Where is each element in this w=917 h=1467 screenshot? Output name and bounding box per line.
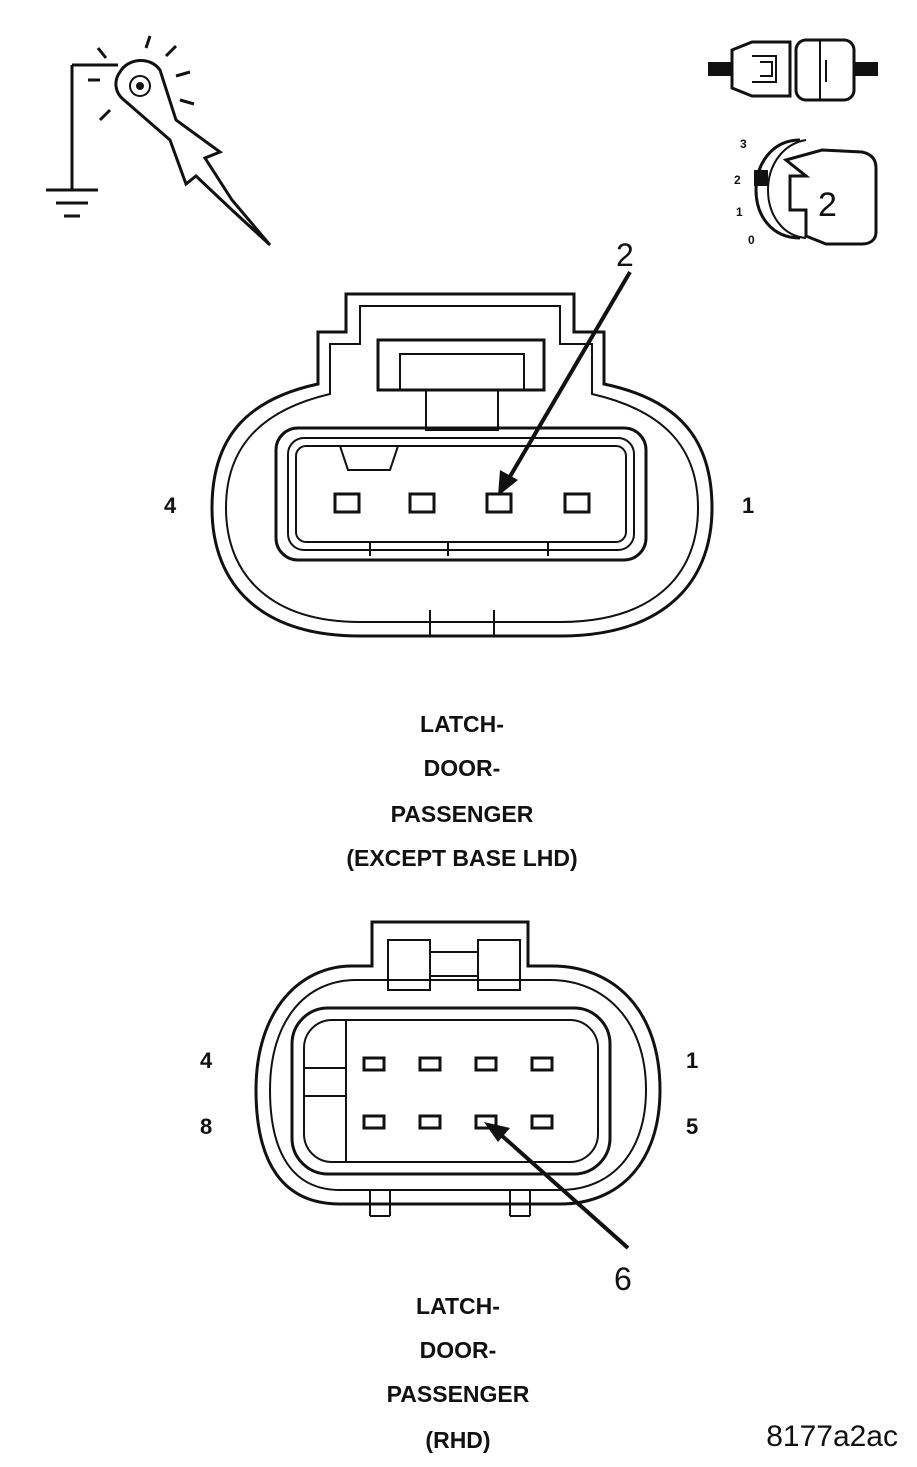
pin-cavity	[530, 1056, 554, 1072]
ignition-position-3: 3	[740, 137, 747, 151]
pin-cavity	[474, 1114, 498, 1130]
pin-cavity	[333, 492, 361, 514]
caption-line: (RHD)	[425, 1427, 490, 1453]
connector-2-caption: LATCH- DOOR- PASSENGER (RHD)	[387, 1293, 530, 1453]
pin-cavity	[474, 1056, 498, 1072]
caption-line: PASSENGER	[387, 1381, 530, 1407]
ignition-key-icon: 3 2 1 0 2	[734, 137, 878, 247]
caption-line: (EXCEPT BASE LHD)	[346, 845, 577, 871]
pin-cavity	[530, 1114, 554, 1130]
pin-cavity	[418, 1114, 442, 1130]
pin-label-top-right: 1	[686, 1048, 698, 1073]
connector-disconnect-icon	[708, 38, 878, 102]
pin-label-bottom-left: 8	[200, 1114, 212, 1139]
callout-pin-number: 2	[616, 237, 634, 273]
connector-1: 2 4 1	[164, 237, 754, 638]
pin-label-right: 1	[742, 493, 754, 518]
pin-label-top-left: 4	[200, 1048, 213, 1073]
ignition-position-2: 2	[734, 173, 741, 187]
pin-label-left: 4	[164, 493, 177, 518]
callout-pin-number: 6	[614, 1261, 632, 1297]
ignition-position-1: 1	[736, 205, 743, 219]
caption-line: DOOR-	[420, 1337, 497, 1363]
pin-cavity	[362, 1114, 386, 1130]
figure-id: 8177a2ac	[766, 1420, 898, 1453]
pin-cavity	[418, 1056, 442, 1072]
caption-line: LATCH-	[416, 1293, 500, 1319]
caption-line: DOOR-	[424, 755, 501, 781]
caption-line: LATCH-	[420, 711, 504, 737]
caption-line: PASSENGER	[391, 801, 534, 827]
ignition-key-number: 2	[818, 186, 837, 224]
connector-2: 6 4 1 8 5	[200, 920, 698, 1297]
test-light-ground-icon	[46, 35, 272, 247]
pin-label-bottom-right: 5	[686, 1114, 698, 1139]
pin-cavity	[563, 492, 591, 514]
pin-cavity	[408, 492, 436, 514]
pin-cavity	[485, 492, 513, 514]
ignition-position-0: 0	[748, 233, 755, 247]
connector-1-caption: LATCH- DOOR- PASSENGER (EXCEPT BASE LHD)	[346, 711, 577, 871]
pin-cavity	[362, 1056, 386, 1072]
